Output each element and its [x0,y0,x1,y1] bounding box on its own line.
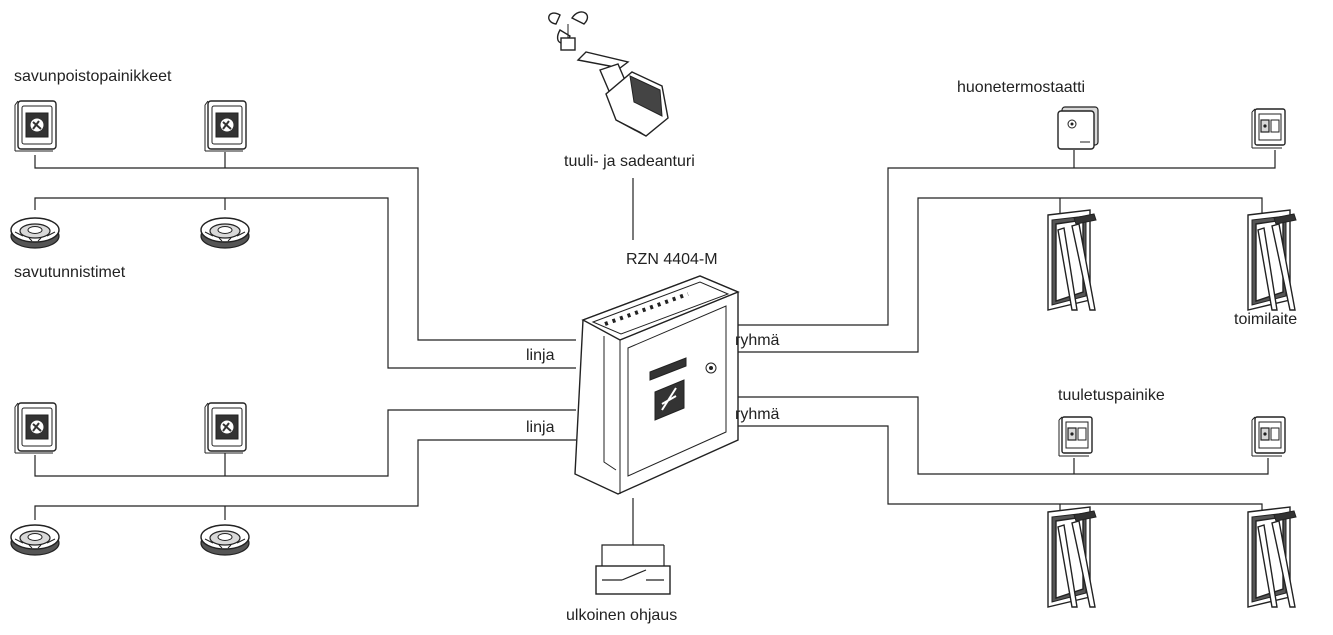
smoke-button-icon [204,100,247,152]
smoke-button-icon [14,402,57,454]
smoke-detector-icon [10,524,60,556]
control-panel-icon [574,275,740,495]
vent-switch-icon [1058,416,1093,457]
window-actuator-icon [1047,506,1097,608]
smoke-button-icon [14,100,57,152]
line-label-1: linja [526,347,555,364]
window-actuator-icon [1247,209,1297,311]
vent-switch-icon [1251,108,1286,149]
window-actuator-icon [1047,209,1097,311]
group-label-1: ryhmä [735,332,780,349]
smoke-buttons-label: savunpoistopainikkeet [14,68,172,85]
actuator-label: toimilaite [1234,311,1297,328]
smoke-detector-icon [200,217,250,249]
smoke-detectors-label: savutunnistimet [14,264,126,281]
vent-button-label: tuuletuspainike [1058,387,1165,404]
thermostat-label: huonetermostaatti [957,79,1085,96]
wires [34,150,1276,566]
smoke-detector-icon [10,217,60,249]
smoke-detector-icon [200,524,250,556]
vent-switch-icon [1251,416,1286,457]
room-thermostat-icon [1057,106,1099,150]
group-label-2: ryhmä [735,406,780,423]
smoke-button-icon [204,402,247,454]
external-control-label: ulkoinen ohjaus [566,607,677,624]
wind-rain-sensor-icon [548,11,669,137]
window-actuator-icon [1247,506,1297,608]
line-label-2: linja [526,419,555,436]
weather-sensor-label: tuuli- ja sadeanturi [564,153,695,170]
controller-label: RZN 4404-M [626,251,718,268]
external-switch-icon [595,565,671,595]
